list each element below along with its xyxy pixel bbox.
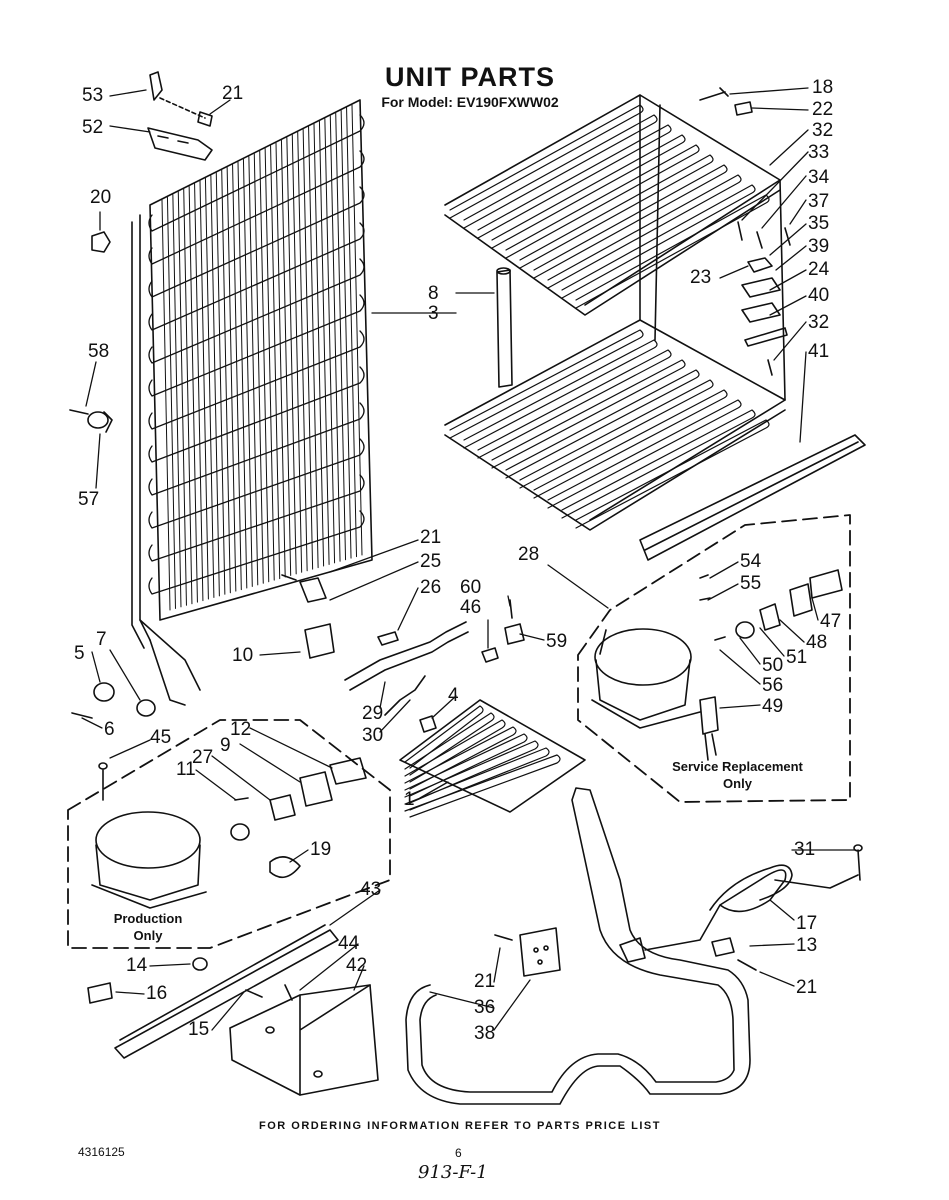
part-label-13: 13: [796, 935, 818, 956]
bracket-52-clip-53: [147, 71, 213, 161]
evaporator-shelf-upper: [444, 94, 781, 316]
part-label-6: 6: [104, 719, 115, 740]
part-label-53: 53: [82, 85, 104, 106]
part-label-44: 44: [338, 933, 360, 954]
part-label-41: 41: [808, 341, 830, 362]
part-label-17: 17: [796, 913, 818, 934]
tubing-36: [405, 787, 751, 1105]
service-compressor: [591, 628, 701, 729]
diagram-title: UNIT PARTS: [385, 62, 555, 92]
part-label-21c: 21: [796, 977, 818, 998]
part-label-14: 14: [126, 955, 148, 976]
part-label-20: 20: [90, 187, 112, 208]
part-label-26: 26: [420, 577, 442, 598]
part-label-22: 22: [812, 99, 834, 120]
part-label-32: 32: [812, 120, 834, 141]
part-label-52: 52: [82, 117, 104, 138]
part-label-45: 45: [150, 727, 172, 748]
production-compressor: [91, 762, 207, 909]
drier-and-fittings: [281, 574, 525, 733]
part-label-4: 4: [448, 685, 459, 706]
part-label-21: 21: [222, 83, 244, 104]
evaporator-shelf-lower: [444, 319, 786, 531]
part-label-39: 39: [808, 236, 830, 257]
model-number: For Model: EV190FXWW02: [381, 94, 559, 110]
part-label-27: 27: [192, 747, 214, 768]
fasteners-18-40: [699, 87, 791, 376]
part-label-51: 51: [786, 647, 808, 668]
part-label-35: 35: [808, 213, 830, 234]
part-label-54: 54: [740, 551, 762, 572]
tube-8: [496, 267, 513, 388]
service-replacement-note: Service Replacement Only: [672, 759, 803, 791]
part-label-25: 25: [420, 551, 442, 572]
part-label-18: 18: [812, 77, 834, 98]
part-label-49: 49: [762, 696, 784, 717]
part-label-12: 12: [230, 719, 252, 740]
service-replacement-box: [577, 514, 851, 803]
part-label-37: 37: [808, 191, 830, 212]
part-label-56: 56: [762, 675, 784, 696]
page-number: 6: [455, 1146, 462, 1160]
base-frame-42-43: [87, 924, 379, 1096]
evaporator-uprights: [639, 94, 786, 401]
ordering-info-footer: FOR ORDERING INFORMATION REFER TO PARTS …: [259, 1120, 661, 1132]
part-label-50: 50: [762, 655, 784, 676]
part-label-33: 33: [808, 142, 830, 163]
part-label-11: 11: [176, 759, 196, 780]
part-label-40: 40: [808, 285, 830, 306]
part-label-46: 46: [460, 597, 482, 618]
part-label-21b: 21: [420, 527, 442, 548]
part-label-24: 24: [808, 259, 830, 280]
grommet-20: [91, 231, 111, 253]
part-label-28: 28: [518, 544, 540, 565]
part-label-21d: 21: [474, 971, 496, 992]
part-label-3: 3: [428, 303, 439, 324]
part-label-19: 19: [310, 839, 332, 860]
production-only-box: [67, 719, 391, 949]
part-label-31: 31: [794, 839, 816, 860]
part-label-1: 1: [404, 789, 415, 810]
part-label-16: 16: [146, 983, 168, 1004]
document-number: 4316125: [78, 1145, 125, 1159]
part-label-55: 55: [740, 573, 762, 594]
wiring-harness-17-13-31: [619, 844, 863, 971]
part-label-57: 57: [78, 489, 100, 510]
part-label-38: 38: [474, 1023, 496, 1044]
part-label-15: 15: [188, 1019, 210, 1040]
condenser-coil: [131, 99, 373, 706]
capillary-evaporator-1: [399, 699, 586, 818]
part-label-10: 10: [232, 645, 254, 666]
part-label-58: 58: [88, 341, 110, 362]
part-label-47: 47: [820, 611, 842, 632]
terminal-block-38: [494, 927, 561, 977]
part-label-7: 7: [96, 629, 107, 650]
part-label-34: 34: [808, 167, 830, 188]
parts-5-6-7: [71, 682, 156, 719]
part-label-5: 5: [74, 643, 85, 664]
part-label-60: 60: [460, 577, 482, 598]
part-label-48: 48: [806, 632, 828, 653]
part-label-32b: 32: [808, 312, 830, 333]
relay-overload-47-48-51: [699, 569, 843, 761]
clip-57-58: [69, 409, 113, 433]
part-label-36: 36: [474, 997, 496, 1018]
part-label-29: 29: [362, 703, 384, 724]
part-label-9: 9: [220, 735, 231, 756]
production-only-note: Production Only: [113, 911, 183, 943]
handwritten-note: 913-F-1: [418, 1162, 488, 1183]
part-label-30: 30: [362, 725, 384, 746]
part-label-23: 23: [690, 267, 712, 288]
relay-parts-9-11-12-19-27: [230, 757, 367, 879]
part-label-8: 8: [428, 283, 439, 304]
part-label-42: 42: [346, 955, 368, 976]
part-label-43: 43: [360, 879, 382, 900]
part-label-59: 59: [546, 631, 568, 652]
trim-strip-41: [639, 434, 866, 561]
